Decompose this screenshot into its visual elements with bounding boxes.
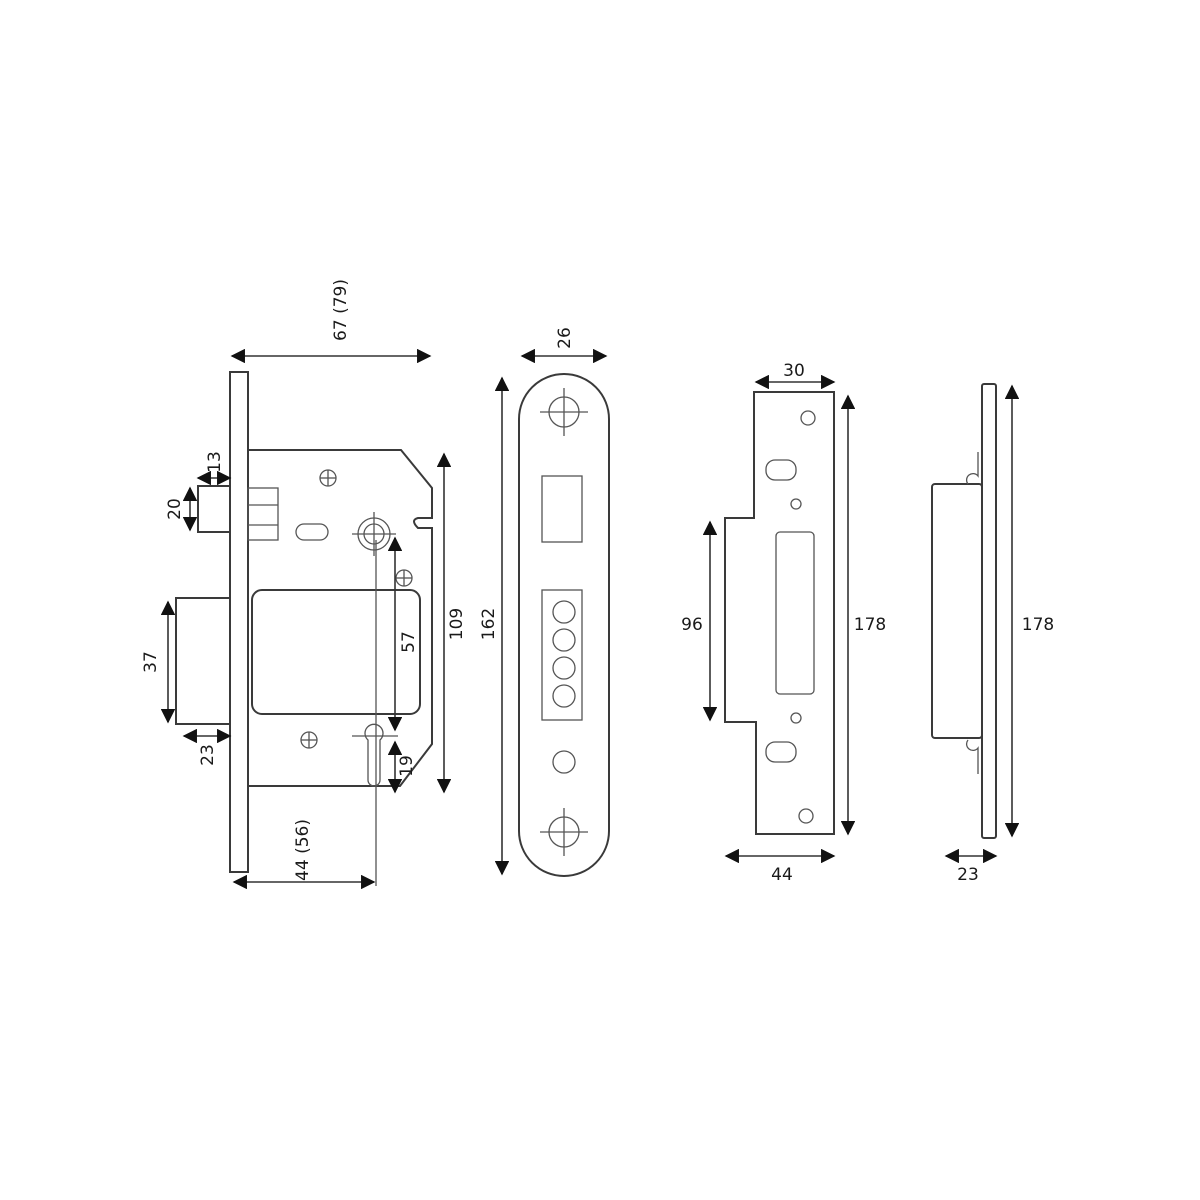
dim-case-height: 109	[447, 608, 467, 640]
lock-case-side-view: 67 (79) 13 20 37 23 57 109 19 44 (56)	[141, 279, 467, 890]
dim-strike-top-width: 30	[783, 361, 805, 381]
bolt-opening	[541, 589, 583, 721]
dim-backset: 44 (56)	[293, 819, 313, 881]
dim-box-height: 178	[1022, 615, 1054, 635]
screw-hole-icon	[540, 808, 588, 856]
slot-hole	[295, 523, 329, 541]
dim-keyhole-offset: 19	[397, 755, 417, 777]
forend-plate-view: 26 162	[479, 327, 610, 877]
bolt-carriage	[251, 589, 421, 715]
strike-plate-edge	[981, 383, 997, 839]
screw-hole-icon	[395, 569, 413, 587]
latch-mechanism	[247, 487, 279, 541]
deadbolt	[175, 597, 231, 725]
dim-forend-width: 26	[555, 327, 575, 349]
keyhole-circle	[552, 750, 576, 774]
keyhole-icon	[364, 723, 384, 787]
case-body	[248, 449, 433, 787]
dim-strike-height: 178	[854, 615, 886, 635]
forend-edge	[229, 371, 249, 873]
dim-centres: 57	[399, 631, 419, 653]
strike-opening	[775, 531, 815, 695]
dim-latch-projection: 13	[205, 451, 225, 473]
screw-hole-icon	[319, 469, 337, 487]
latch-bolt	[197, 485, 231, 533]
dim-forend-height: 162	[479, 608, 499, 640]
strike-plate	[724, 391, 835, 835]
dim-overall-depth: 67 (79)	[331, 279, 351, 341]
latch-opening	[541, 475, 583, 543]
dim-bolt-height: 37	[141, 651, 161, 673]
follower-spindle-icon	[352, 512, 396, 556]
screw-hole-icon	[540, 388, 588, 436]
dim-latch-height: 20	[165, 498, 185, 520]
screw-hole-icon	[300, 731, 318, 749]
strike-plate-view: 30 96 178 44	[681, 361, 886, 885]
forend-plate	[518, 373, 610, 877]
dim-box-depth: 23	[957, 865, 979, 885]
dim-bolt-projection: 23	[198, 744, 218, 766]
dim-strike-lip: 96	[681, 615, 703, 635]
dim-strike-bottom-width: 44	[771, 865, 793, 885]
strike-box-side-view: 178 23	[931, 383, 1054, 885]
strike-box	[931, 483, 983, 739]
